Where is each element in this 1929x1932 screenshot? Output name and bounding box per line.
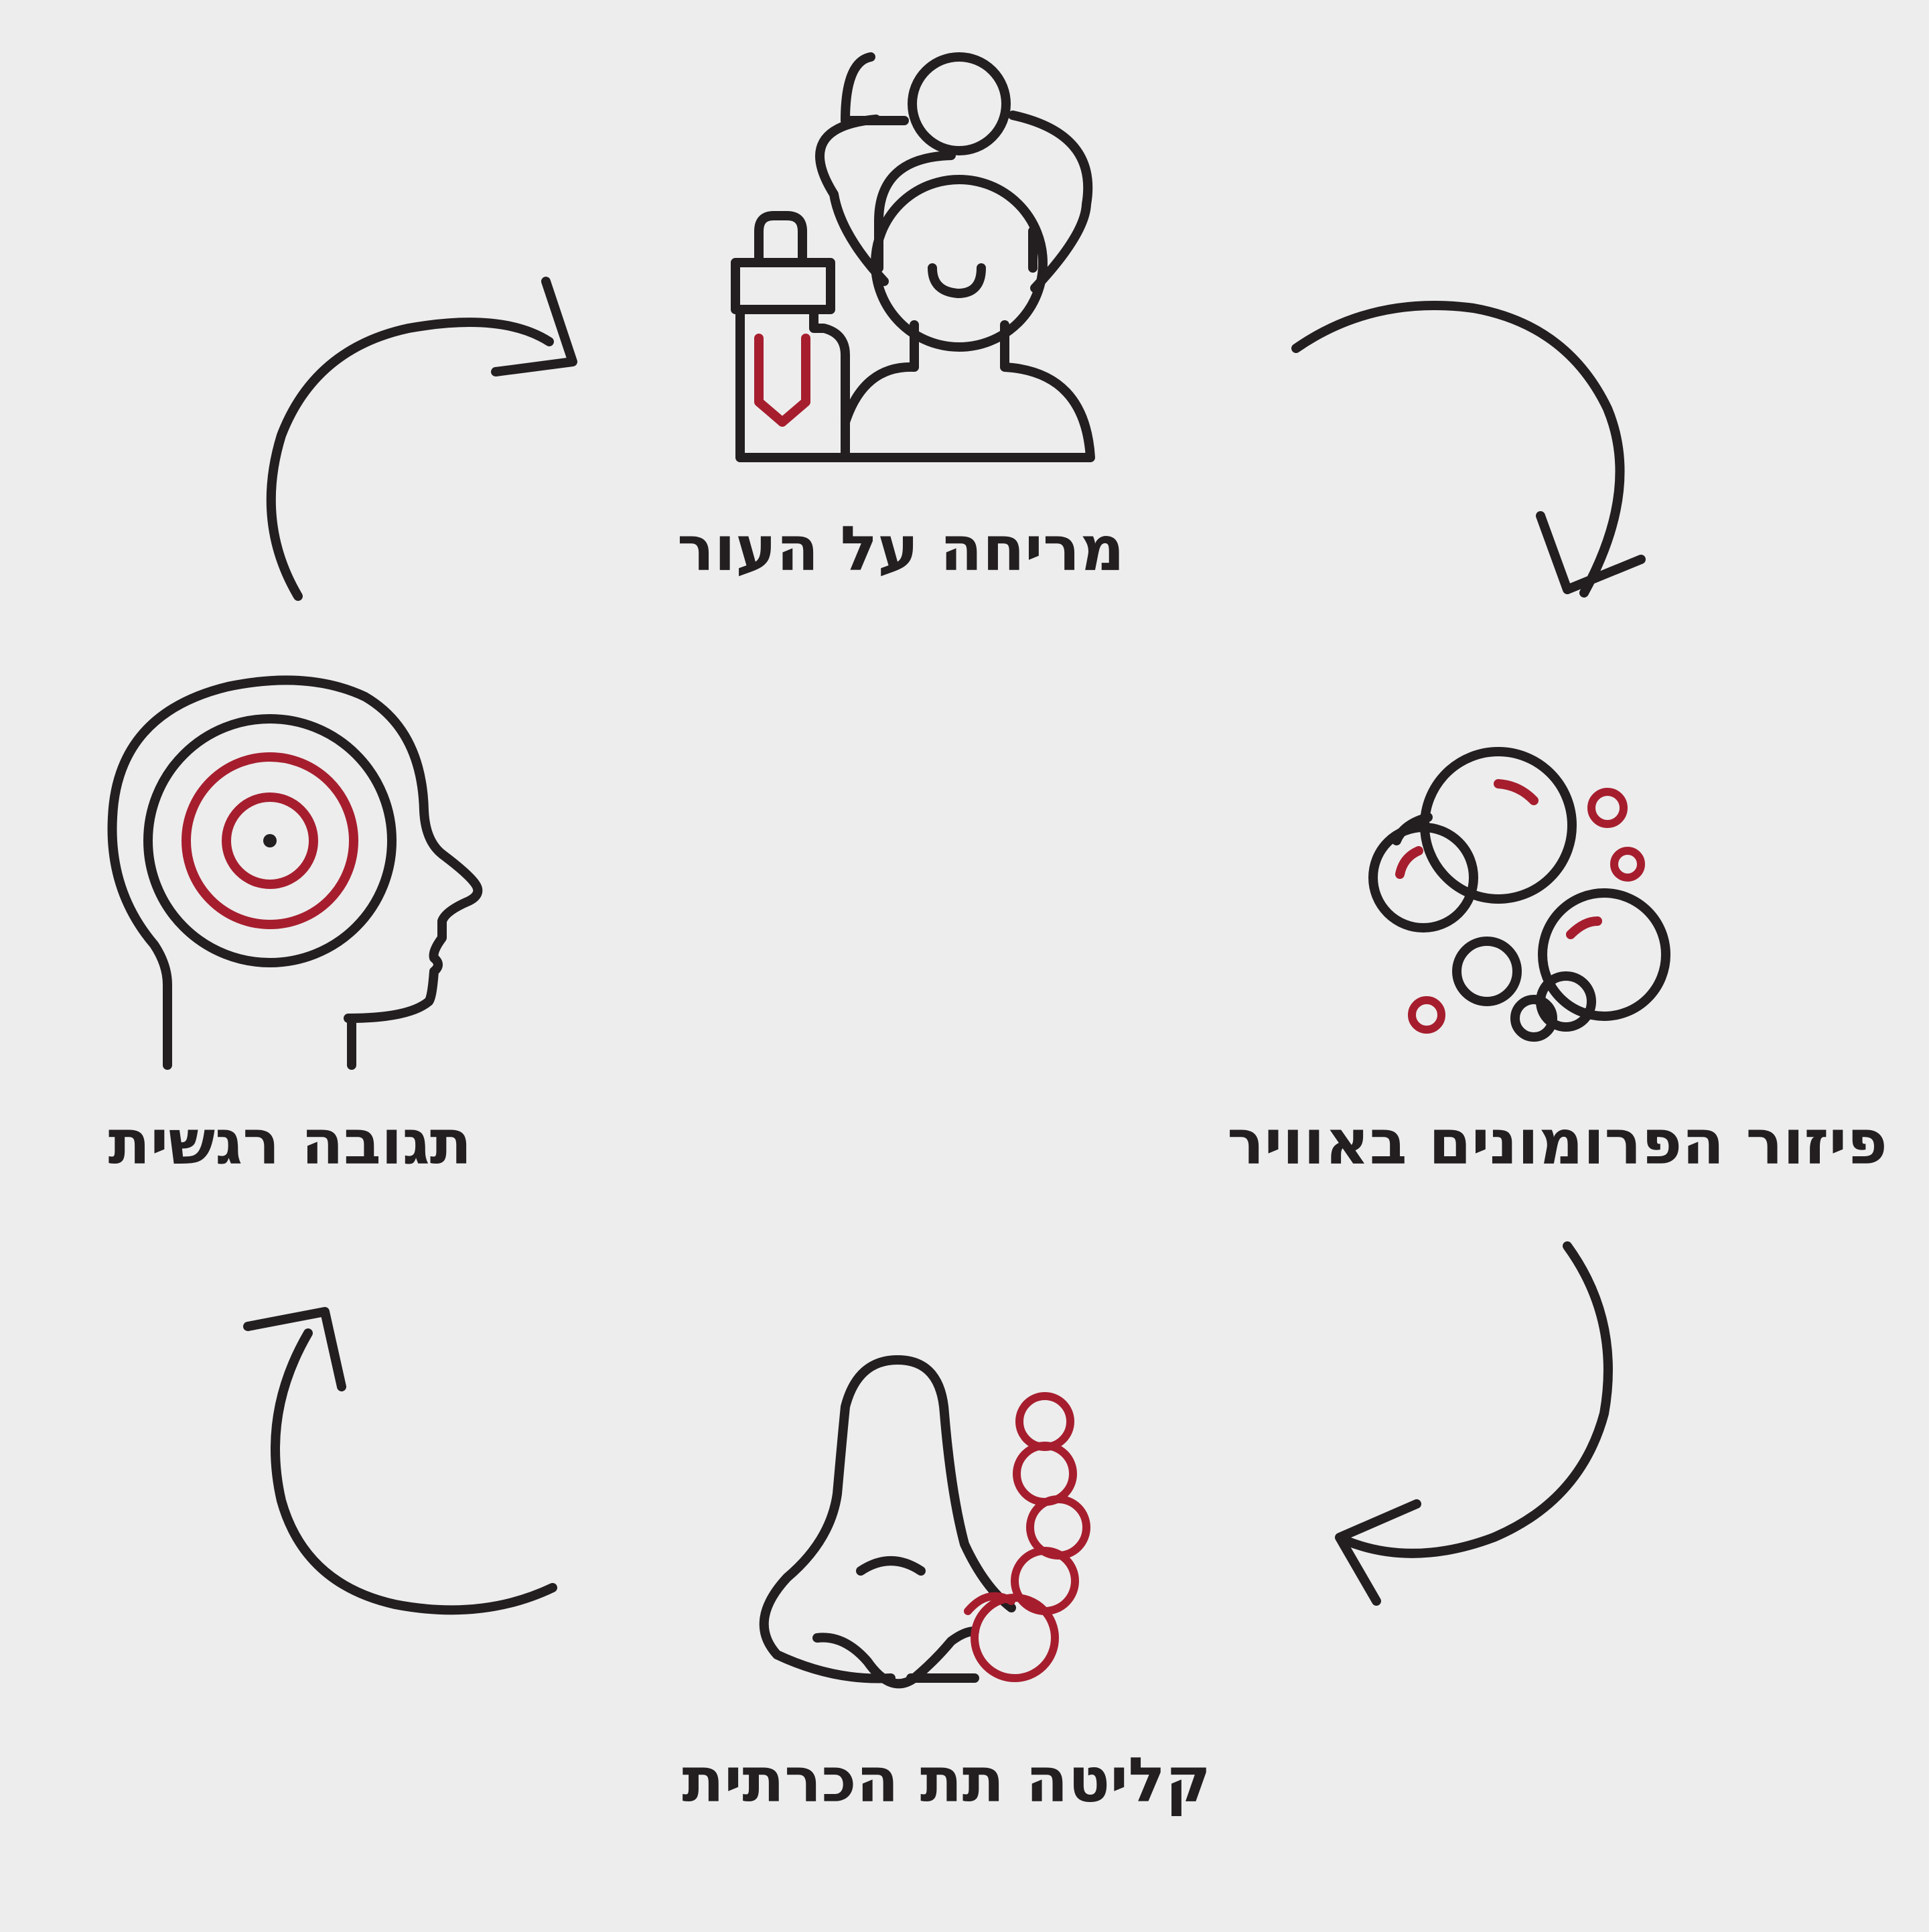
step-label-subconscious-intake: קליטה תת הכרתית [682,1744,1211,1816]
step-label-skin-application: מריחה על העור [677,513,1125,585]
head-target-icon [107,675,483,1070]
arrow-to-step-1-icon [266,277,577,601]
nose-smelling-icon [759,1355,1090,1689]
woman-applying-perfume-icon [731,52,1095,462]
arrow-to-step-4-icon [243,1307,557,1615]
arrow-to-step-2-icon [1291,301,1646,598]
arrow-to-step-3-icon [1335,1241,1613,1606]
dispersing-molecules-icon [1368,747,1670,1042]
cycle-arrows [243,277,1646,1615]
step-label-air-dispersal: פיזור הפרומונים באוויר [1227,1107,1887,1178]
step-label-emotional-response: תגובה רגשית [108,1107,472,1178]
